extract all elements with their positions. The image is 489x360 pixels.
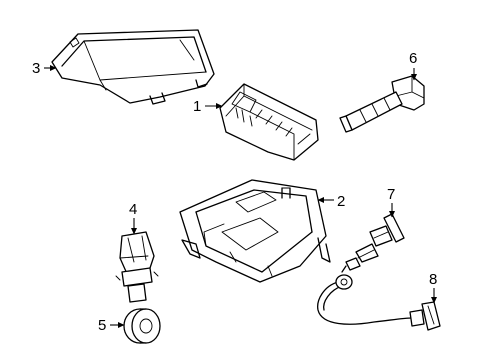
callout-3: 3: [32, 60, 40, 77]
part-5-round-sensor: [123, 308, 161, 344]
leader-lines: [44, 65, 437, 328]
callout-4: 4: [129, 201, 137, 218]
part-6-ignition-coil: [339, 75, 425, 133]
callout-2: 2: [337, 193, 345, 210]
callout-7: 7: [387, 186, 395, 203]
part-7-spark-plug: [341, 213, 405, 273]
callout-8: 8: [429, 271, 437, 288]
callout-6: 6: [409, 50, 417, 67]
part-2-ecu-tray: [179, 179, 331, 283]
callout-5: 5: [98, 317, 106, 334]
callout-labels: 3 1 6 2 7 4 5 8: [32, 50, 437, 334]
part-4-sensor: [115, 231, 159, 303]
part-3-ecu-cover: [51, 29, 215, 105]
callout-1: 1: [193, 98, 201, 115]
part-8-cable-sensor: [317, 274, 441, 331]
part-1-ecu-module: [219, 83, 319, 161]
